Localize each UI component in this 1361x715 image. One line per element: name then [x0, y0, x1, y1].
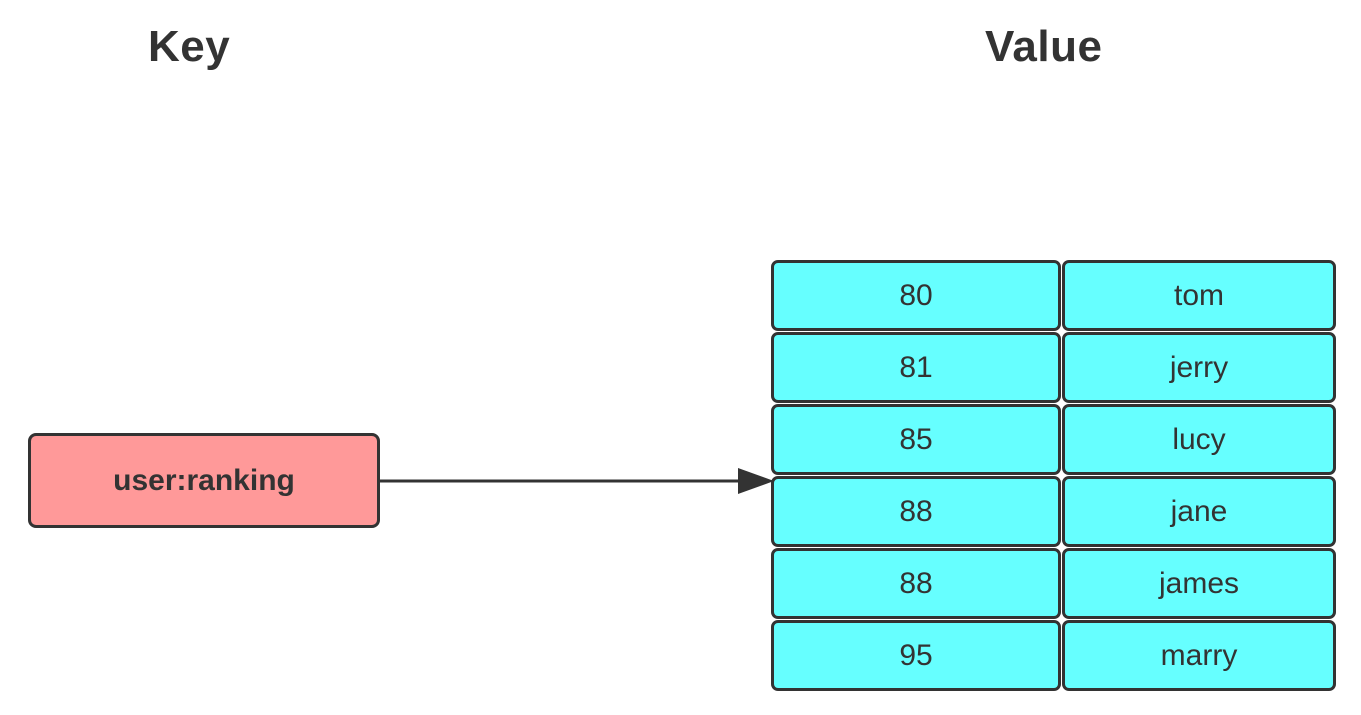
- arrow-head: [738, 468, 774, 494]
- member-cell: jane: [1062, 476, 1336, 547]
- table-row: 88 james: [771, 548, 1336, 620]
- member-cell: lucy: [1062, 404, 1336, 475]
- member-cell: james: [1062, 548, 1336, 619]
- score-cell: 88: [771, 476, 1061, 547]
- score-cell: 95: [771, 620, 1061, 691]
- member-cell: jerry: [1062, 332, 1336, 403]
- table-row: 88 jane: [771, 476, 1336, 548]
- key-heading: Key: [148, 22, 231, 71]
- score-cell: 88: [771, 548, 1061, 619]
- member-cell: tom: [1062, 260, 1336, 331]
- table-row: 95 marry: [771, 620, 1336, 692]
- score-cell: 85: [771, 404, 1061, 475]
- score-cell: 81: [771, 332, 1061, 403]
- sorted-set-table: 80 tom 81 jerry 85 lucy 88 jane 88 james…: [771, 260, 1336, 692]
- table-row: 85 lucy: [771, 404, 1336, 476]
- table-row: 80 tom: [771, 260, 1336, 332]
- key-node: user:ranking: [28, 433, 380, 528]
- member-cell: marry: [1062, 620, 1336, 691]
- score-cell: 80: [771, 260, 1061, 331]
- key-node-label: user:ranking: [113, 463, 295, 497]
- table-row: 81 jerry: [771, 332, 1336, 404]
- value-heading: Value: [985, 22, 1103, 71]
